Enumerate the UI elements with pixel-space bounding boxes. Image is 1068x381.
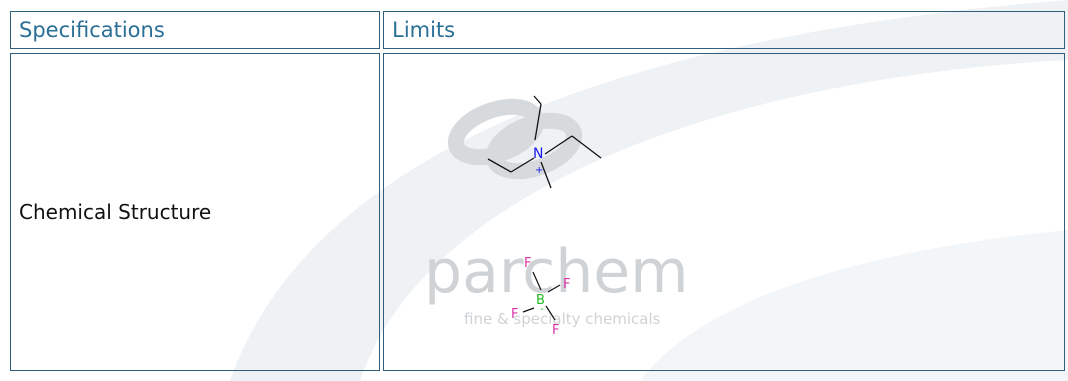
fluorine-atom-top: F xyxy=(524,256,531,271)
watermark-brand: parchem xyxy=(424,237,689,307)
anion-bonds xyxy=(522,271,561,321)
fluorine-atom-bottom: F xyxy=(552,323,559,338)
parchem-watermark-logo: parchem fine & specialty chemicals xyxy=(424,98,689,328)
nitrogen-atom: N xyxy=(533,146,543,162)
table-header-row: Specifications Limits xyxy=(10,11,1065,49)
header-limits: Limits xyxy=(383,11,1065,49)
header-specifications: Specifications xyxy=(10,11,381,49)
cation-charge: + xyxy=(535,165,543,176)
row-label-chemical-structure: Chemical Structure xyxy=(10,53,381,371)
boron-atom: B xyxy=(536,293,545,308)
chemical-structure-cell: parchem fine & specialty chemicals N + xyxy=(383,53,1065,371)
specifications-table: Specifications Limits Chemical Structure… xyxy=(7,7,1068,375)
table-row: Chemical Structure parchem fine & specia… xyxy=(10,53,1065,371)
molecule-diagram: N + F F B - F F xyxy=(487,95,602,338)
fluorine-atom-right: F xyxy=(563,277,570,292)
fluorine-atom-left: F xyxy=(511,307,518,322)
anion-charge: - xyxy=(540,304,544,315)
watermark-tagline: fine & specialty chemicals xyxy=(464,310,661,328)
cation-bonds xyxy=(487,95,602,189)
